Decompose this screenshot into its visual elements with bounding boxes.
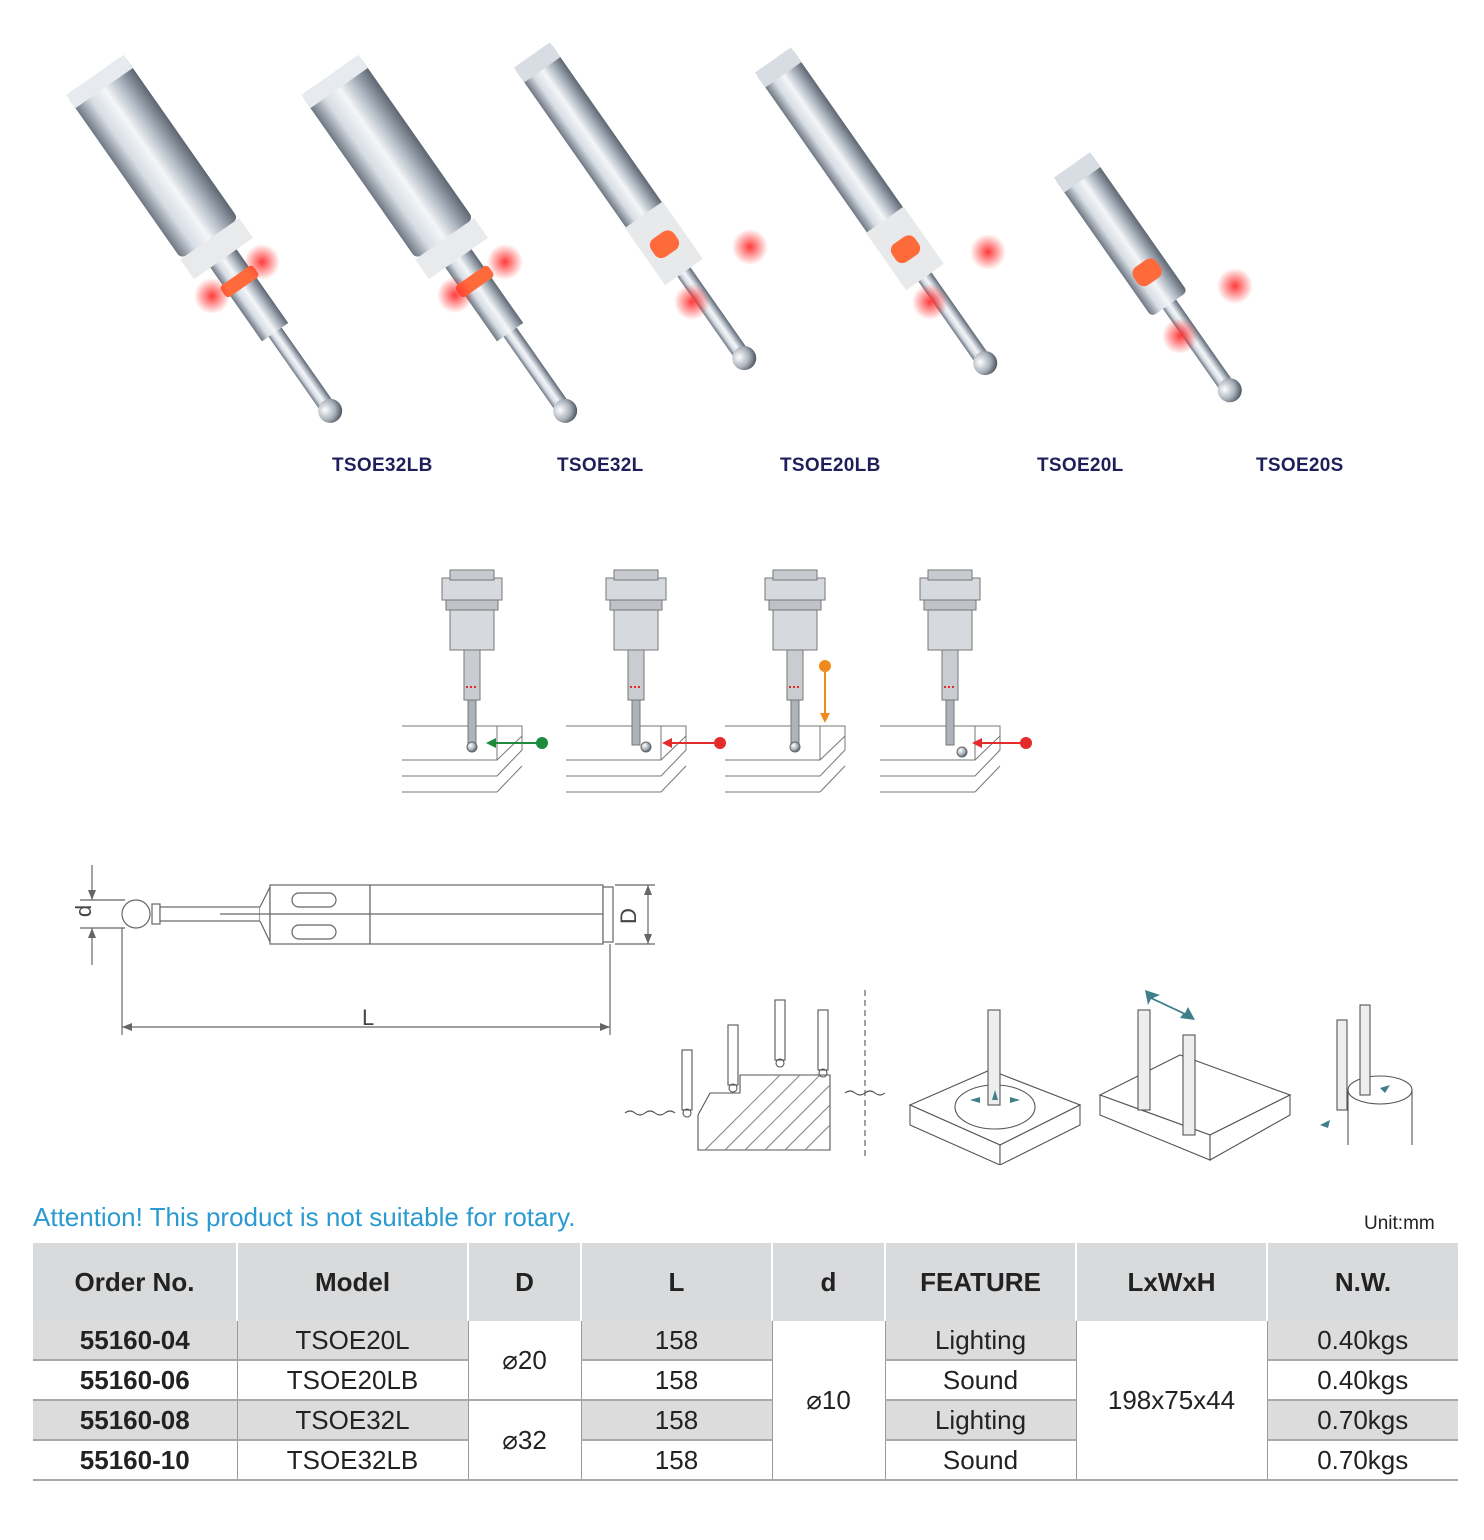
feature: Sound [884, 1360, 1076, 1401]
dimension-drawing [80, 865, 655, 1035]
application-diagrams [624, 990, 1413, 1165]
product-label-tsoe20s: TSOE20S [1256, 455, 1344, 476]
net-weight: 0.40kgs [1266, 1321, 1458, 1361]
table-row: 55160-10 TSOE32LB 158 Sound 0.70kgs [33, 1440, 1458, 1481]
table-row: 55160-06 TSOE20LB 158 Sound 0.40kgs [33, 1360, 1458, 1401]
feature: Sound [884, 1440, 1076, 1481]
operation-diagrams [401, 569, 1032, 793]
header-d: d [771, 1243, 885, 1321]
header-D: D [467, 1243, 581, 1321]
diagram-step-4 [879, 569, 1032, 793]
package-size: 198x75x44 [1075, 1321, 1267, 1481]
product-image-tsoe20s [1053, 152, 1242, 403]
diameter-D: ⌀32 [467, 1400, 581, 1481]
diagram-step-2 [565, 569, 726, 793]
header-model: Model [236, 1243, 468, 1321]
diameter-D: ⌀20 [467, 1321, 581, 1401]
order-no: 55160-06 [33, 1360, 237, 1401]
feature: Lighting [884, 1321, 1076, 1361]
header-feature: FEATURE [884, 1243, 1076, 1321]
order-no: 55160-10 [33, 1440, 237, 1481]
model: TSOE32L [236, 1400, 468, 1441]
diagram-step-1 [401, 569, 548, 793]
header-L: L [580, 1243, 772, 1321]
spec-table: Order No. Model D L d FEATURE LxWxH N.W.… [33, 1243, 1458, 1481]
unit-label: Unit:mm [1364, 1213, 1435, 1234]
header-size: LxWxH [1075, 1243, 1267, 1321]
length-L: 158 [580, 1360, 772, 1401]
product-image-tsoe32lb [66, 54, 343, 423]
model: TSOE20L [236, 1321, 468, 1361]
dimension-label-L: L [362, 1005, 375, 1030]
table-header-row: Order No. Model D L d FEATURE LxWxH N.W. [33, 1243, 1458, 1321]
model: TSOE32LB [236, 1440, 468, 1481]
product-label-tsoe20l: TSOE20L [1037, 455, 1124, 476]
header-net-weight: N.W. [1266, 1243, 1458, 1321]
feature: Lighting [884, 1400, 1076, 1441]
diameter-d: ⌀10 [771, 1321, 885, 1481]
product-label-tsoe32lb: TSOE32LB [332, 455, 433, 476]
net-weight: 0.70kgs [1266, 1440, 1458, 1481]
product-label-tsoe20lb: TSOE20LB [780, 455, 881, 476]
dimension-label-d: d [71, 904, 97, 918]
net-weight: 0.40kgs [1266, 1360, 1458, 1401]
header-order-no: Order No. [33, 1243, 237, 1321]
product-label-tsoe32l: TSOE32L [557, 455, 644, 476]
dimension-label-D: D [615, 908, 641, 924]
diagram-step-3 [724, 569, 846, 793]
length-L: 158 [580, 1400, 772, 1441]
product-photos [66, 42, 1253, 423]
product-image-tsoe20l [754, 47, 998, 376]
model: TSOE20LB [236, 1360, 468, 1401]
net-weight: 0.70kgs [1266, 1400, 1458, 1441]
table-row: 55160-08 TSOE32L ⌀32 158 Lighting 0.70kg… [33, 1400, 1458, 1481]
order-no: 55160-04 [33, 1321, 237, 1361]
length-L: 158 [580, 1321, 772, 1361]
table-row: 55160-04 TSOE20L ⌀20 158 ⌀10 Lighting 19… [33, 1321, 1458, 1481]
attention-notice: Attention! This product is not suitable … [33, 1202, 576, 1232]
length-L: 158 [580, 1440, 772, 1481]
order-no: 55160-08 [33, 1400, 237, 1441]
product-image-tsoe20lb [513, 42, 757, 371]
